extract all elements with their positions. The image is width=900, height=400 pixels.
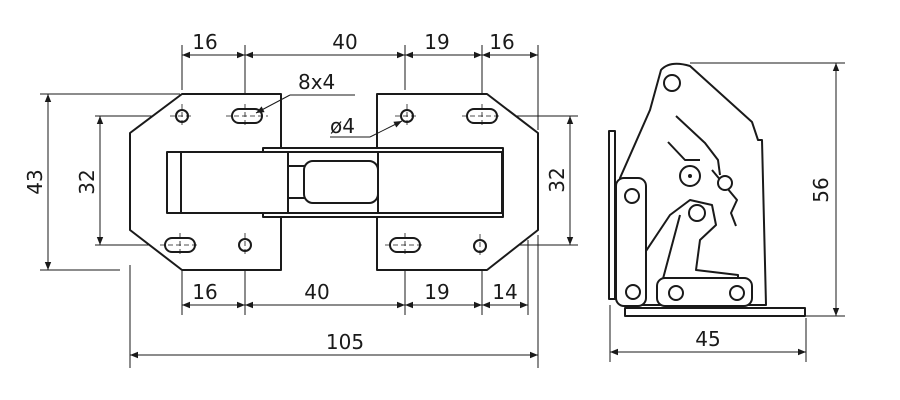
- front-view: 16 40 19 16 16 40 19 14 105 43 32 32: [23, 30, 578, 368]
- dim-top-19: 19: [424, 30, 449, 54]
- base-plate: [624, 307, 806, 317]
- dim-bottom-16: 16: [192, 280, 217, 304]
- side-view: 56 45: [608, 62, 845, 362]
- top-dimensions: 16 40 19 16: [182, 30, 538, 59]
- dim-bottom-19: 19: [424, 280, 449, 304]
- dim-bottom-14: 14: [492, 280, 517, 304]
- hole-callout: ø4: [330, 114, 355, 138]
- callouts: 8x4 ø4: [255, 70, 403, 138]
- dim-overall-width: 105: [326, 330, 364, 354]
- dim-bottom-40: 40: [304, 280, 329, 304]
- slot-callout: 8x4: [298, 70, 335, 94]
- vertical-dimensions: 43 32 32: [23, 94, 574, 270]
- pivot-pins: [624, 74, 745, 301]
- dim-side-depth: 45: [695, 327, 720, 351]
- mounting-holes: [160, 104, 502, 258]
- bottom-dimensions: 16 40 19 14 105: [130, 280, 538, 359]
- dim-top-16b: 16: [489, 30, 514, 54]
- dim-top-16a: 16: [192, 30, 217, 54]
- dim-hole-spacing-left: 32: [75, 169, 99, 194]
- latch-mechanism: [166, 147, 504, 218]
- mount-plate: [608, 130, 616, 300]
- dim-overall-height: 43: [23, 169, 47, 194]
- dim-top-40: 40: [332, 30, 357, 54]
- dim-side-height: 56: [809, 177, 833, 202]
- dim-hole-spacing-right: 32: [545, 167, 569, 192]
